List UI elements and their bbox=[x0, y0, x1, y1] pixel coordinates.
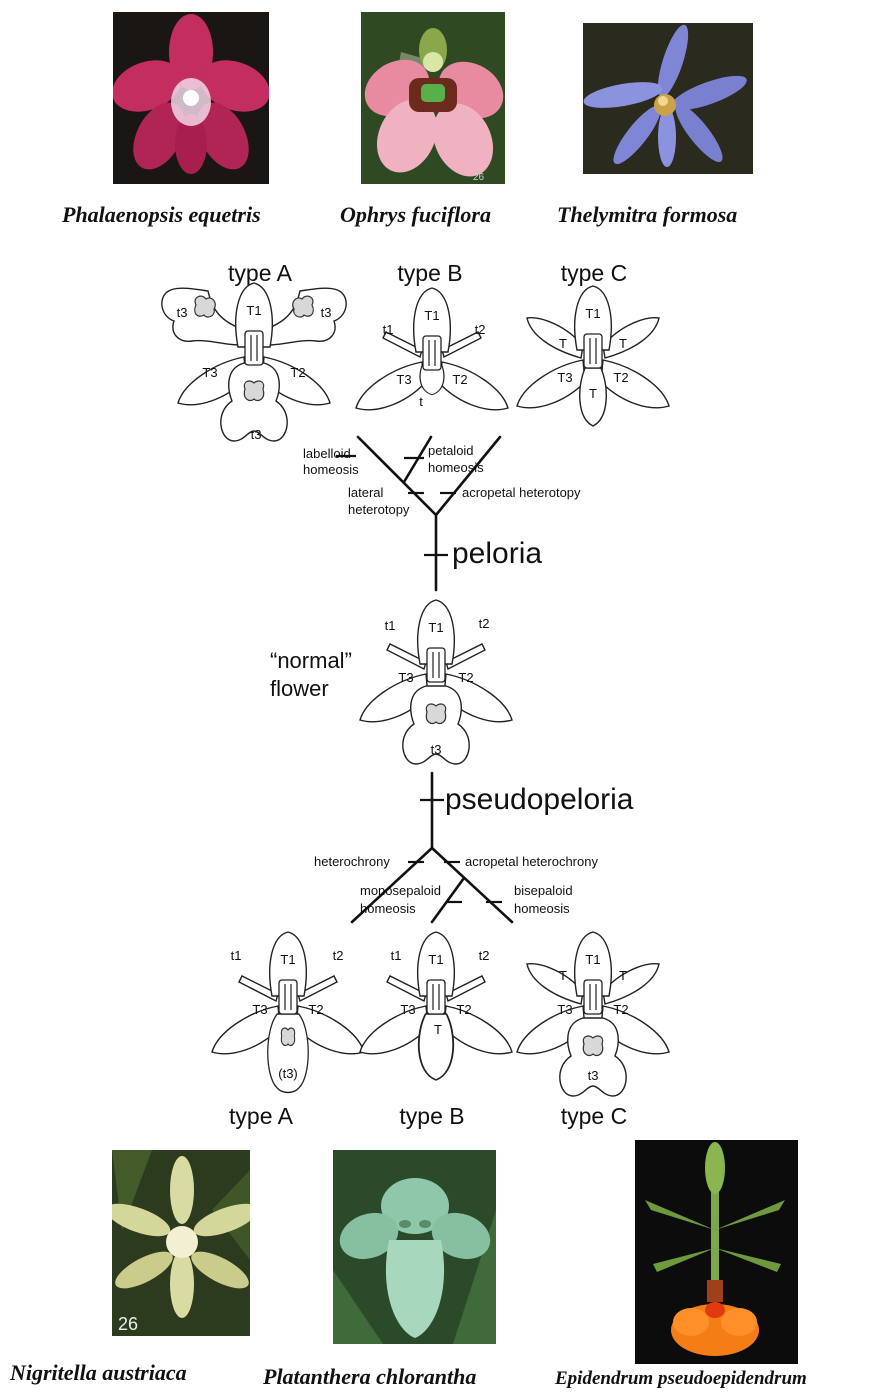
organ-T1: T1 bbox=[585, 306, 600, 321]
organ-T1: T1 bbox=[424, 308, 439, 323]
organ-T3: T3 bbox=[252, 1002, 267, 1017]
event-lateral: lateral bbox=[348, 485, 384, 500]
organ-T2: T2 bbox=[458, 670, 473, 685]
upper-tree: labelloid homeosis petaloid homeosis lat… bbox=[303, 437, 581, 590]
event-heterochrony: heterochrony bbox=[314, 854, 390, 869]
organ-T2: T2 bbox=[452, 372, 467, 387]
organ-T1: T1 bbox=[280, 952, 295, 967]
organ-t1: t1 bbox=[385, 618, 396, 633]
event-acropetal-heterochrony: acropetal heterochrony bbox=[465, 854, 598, 869]
organ-T3: T3 bbox=[396, 372, 411, 387]
caption-platanthera-chlorantha: Platanthera chlorantha bbox=[263, 1364, 476, 1390]
organ-T2: T2 bbox=[308, 1002, 323, 1017]
caption-nigritella-austriaca: Nigritella austriaca bbox=[10, 1360, 187, 1386]
organ-T1: T1 bbox=[246, 303, 261, 318]
event-monosepaloid: monosepaloid bbox=[360, 883, 441, 898]
photo-nigritella-austriaca: 26 bbox=[112, 1150, 250, 1336]
event-petaloid-2: homeosis bbox=[428, 460, 484, 475]
event-acropetal-heterotopy: acropetal heterotopy bbox=[462, 485, 581, 500]
label-top-type-c: type C bbox=[561, 260, 627, 286]
organ-T: T bbox=[559, 336, 567, 351]
organ-T: T bbox=[619, 968, 627, 983]
caption-epidendrum-pseudoepidendrum: Epidendrum pseudoepidendrum bbox=[555, 1368, 807, 1390]
photo-epidendrum-pseudoepidendrum bbox=[635, 1140, 798, 1364]
organ-T1: T1 bbox=[428, 620, 443, 635]
event-labelloid: labelloid bbox=[303, 446, 351, 461]
flower-top-type-c: T1 T3 T2 T T T bbox=[517, 286, 669, 426]
photo-number: 26 bbox=[118, 1314, 138, 1334]
label-normal: “normal” bbox=[270, 648, 352, 673]
organ-t2: t2 bbox=[479, 948, 490, 963]
lower-tree: pseudopeloria heterochrony acropetal het… bbox=[314, 773, 634, 922]
organ-T: T bbox=[589, 386, 597, 401]
organ-T1: T1 bbox=[585, 952, 600, 967]
organ-t3: t3 bbox=[431, 742, 442, 757]
organ-t3: t3 bbox=[321, 305, 332, 320]
flower-top-type-a: T1 T3 T2 t3 t3 t3 bbox=[162, 283, 346, 442]
organ-T1: T1 bbox=[428, 952, 443, 967]
organ-t3-paren: (t3) bbox=[278, 1066, 298, 1081]
photo-platanthera-chlorantha bbox=[333, 1150, 496, 1344]
event-bisepaloid: bisepaloid bbox=[514, 883, 573, 898]
flower-bottom-type-b: T1 T3 T2 t1 t2 T bbox=[360, 932, 512, 1080]
flower-bottom-type-c: T1 T3 T2 T T t3 bbox=[517, 932, 669, 1096]
event-monosepaloid-2: homeosis bbox=[360, 901, 416, 916]
label-top-type-a: type A bbox=[228, 260, 293, 286]
flower-normal: T1 T3 T2 t1 t2 t3 bbox=[360, 600, 512, 764]
flower-bottom-type-a: T1 T3 T2 t1 t2 (t3) bbox=[212, 932, 364, 1093]
flower-top-type-b: T1 T3 T2 t1 t2 t bbox=[356, 288, 508, 410]
label-flower: flower bbox=[270, 676, 329, 701]
organ-t-lip: t bbox=[419, 394, 423, 409]
organ-T: T bbox=[619, 336, 627, 351]
organ-t2: t2 bbox=[333, 948, 344, 963]
label-bottom-type-b: type B bbox=[399, 1103, 464, 1129]
organ-t2: t2 bbox=[475, 322, 486, 337]
organ-t3: t3 bbox=[251, 427, 262, 442]
event-lateral-2: heterotopy bbox=[348, 502, 410, 517]
organ-t1: t1 bbox=[391, 948, 402, 963]
label-top-type-b: type B bbox=[397, 260, 462, 286]
organ-T: T bbox=[434, 1022, 442, 1037]
event-labelloid-2: homeosis bbox=[303, 462, 359, 477]
organ-T3: T3 bbox=[557, 1002, 572, 1017]
organ-T3: T3 bbox=[557, 370, 572, 385]
organ-T: T bbox=[559, 968, 567, 983]
label-bottom-type-c: type C bbox=[561, 1103, 627, 1129]
label-bottom-type-a: type A bbox=[229, 1103, 294, 1129]
label-pseudopeloria: pseudopeloria bbox=[445, 783, 634, 816]
organ-T3: T3 bbox=[202, 365, 217, 380]
event-bisepaloid-2: homeosis bbox=[514, 901, 570, 916]
organ-t3: t3 bbox=[177, 305, 188, 320]
organ-t2: t2 bbox=[479, 616, 490, 631]
organ-T2: T2 bbox=[456, 1002, 471, 1017]
organ-T2: T2 bbox=[613, 1002, 628, 1017]
organ-t3: t3 bbox=[588, 1068, 599, 1083]
organ-t1: t1 bbox=[231, 948, 242, 963]
event-petaloid: petaloid bbox=[428, 443, 474, 458]
label-peloria: peloria bbox=[452, 537, 542, 570]
organ-T3: T3 bbox=[398, 670, 413, 685]
organ-t1: t1 bbox=[383, 322, 394, 337]
organ-T3: T3 bbox=[400, 1002, 415, 1017]
organ-T2: T2 bbox=[613, 370, 628, 385]
organ-T2: T2 bbox=[290, 365, 305, 380]
